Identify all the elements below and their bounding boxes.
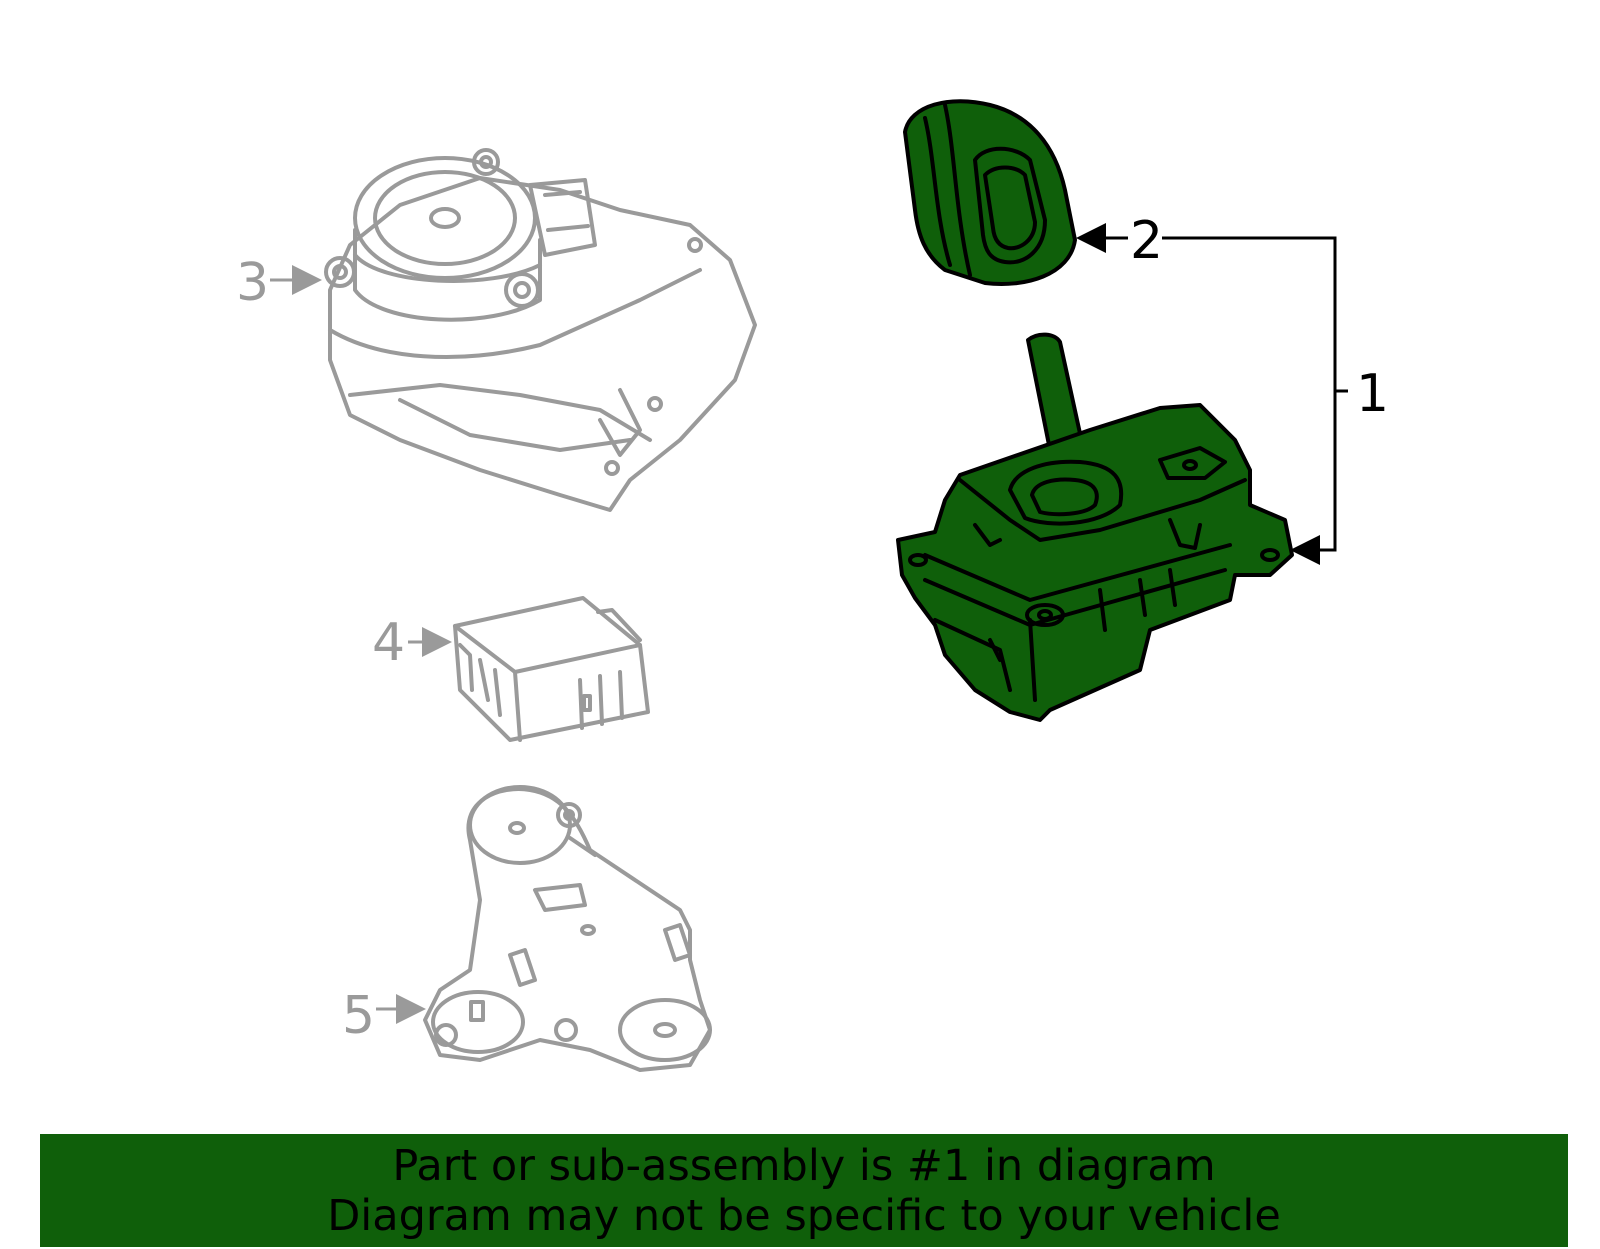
part-5-drawing[interactable] xyxy=(423,785,712,1072)
callout-5[interactable]: 5 xyxy=(342,986,375,1046)
part-4-drawing[interactable] xyxy=(453,596,650,742)
callout-4[interactable]: 4 xyxy=(372,613,405,673)
banner-line-2: Diagram may not be specific to your vehi… xyxy=(327,1190,1281,1241)
leader-lines xyxy=(270,223,1348,1024)
part-2-drawing[interactable] xyxy=(903,99,1077,286)
banner-line-1: Part or sub-assembly is #1 in diagram xyxy=(392,1140,1216,1191)
part-3-drawing[interactable] xyxy=(324,148,757,512)
callout-1[interactable]: 1 xyxy=(1356,364,1389,424)
info-banner: Part or sub-assembly is #1 in diagram Di… xyxy=(40,1134,1568,1247)
part-1-drawing[interactable] xyxy=(896,332,1294,722)
callout-3[interactable]: 3 xyxy=(236,253,269,313)
bracket-1 xyxy=(1162,236,1337,565)
callout-2[interactable]: 2 xyxy=(1130,211,1163,271)
